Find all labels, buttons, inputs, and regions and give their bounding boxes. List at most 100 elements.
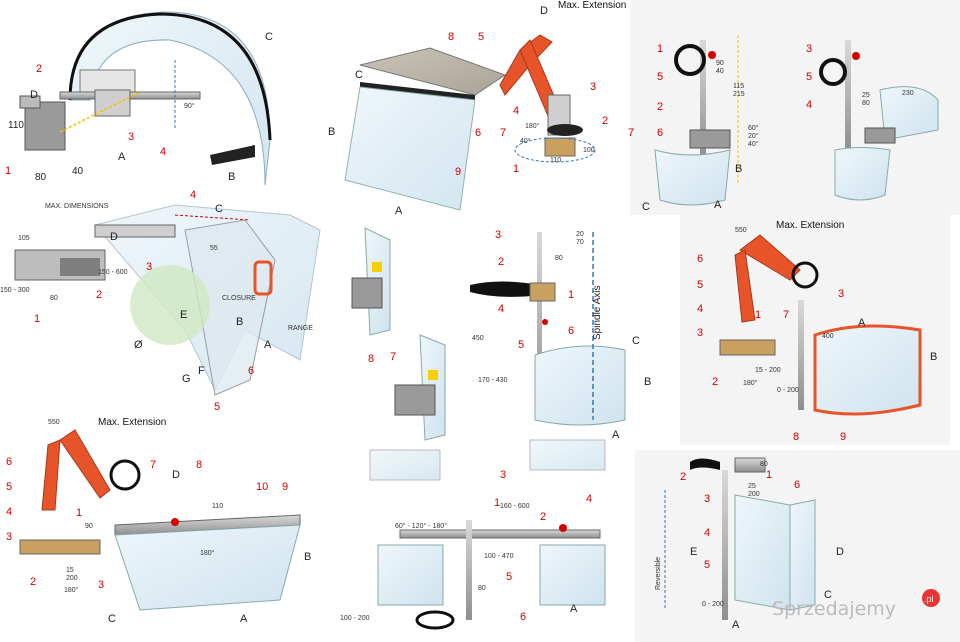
- num-6: 6: [657, 127, 663, 139]
- letter-c: C: [215, 203, 223, 215]
- glass-left: [734, 494, 791, 611]
- heading-max-extension-3: Max. Extension: [98, 417, 166, 428]
- dim-400: 400: [822, 333, 834, 340]
- letter-g: G: [182, 373, 191, 385]
- panel-8-arm-frame: Max. Extension 6 5 4 3 2 1 7 3 8 9 550 4…: [697, 220, 937, 443]
- glass-bowl: [654, 149, 731, 206]
- knob: [542, 319, 548, 325]
- knob: [708, 51, 716, 59]
- dim-110: 110: [550, 157, 561, 164]
- letter-d: D: [540, 5, 548, 17]
- num-1: 1: [766, 469, 772, 481]
- letter-a: A: [264, 339, 272, 351]
- num-7: 7: [390, 351, 396, 363]
- long-glass: [114, 524, 301, 611]
- num-2: 2: [602, 115, 608, 127]
- letter-d: D: [172, 469, 180, 481]
- num-2: 2: [680, 471, 686, 483]
- knob: [559, 524, 567, 532]
- letter-a: A: [570, 603, 578, 615]
- dim-180deg: 180°: [743, 379, 758, 387]
- dim-200: 200: [748, 491, 760, 498]
- num-4: 4: [586, 493, 592, 505]
- num-1: 1: [568, 289, 574, 301]
- dim-15: 15: [66, 567, 74, 574]
- num-3: 3: [704, 493, 710, 505]
- dim-80: 80: [555, 255, 563, 262]
- panel-9-arm-long-guard: Max. Extension 550 90 15 200 180° 110 18…: [6, 417, 311, 625]
- num-7: 7: [150, 459, 156, 471]
- dim-110: 110: [212, 503, 223, 510]
- num-4: 4: [513, 105, 519, 117]
- guard-right: [539, 544, 606, 606]
- num-8: 8: [368, 353, 374, 365]
- watermark: Sprzedajemy .pl: [772, 589, 940, 620]
- letter-c: C: [108, 613, 116, 625]
- panel-5-hood: MAX. DIMENSIONS CLOSURE RANGE 105 55 150…: [0, 189, 321, 413]
- dim-180deg: 180°: [64, 586, 79, 594]
- dim-450: 450: [472, 335, 484, 342]
- dim-80: 80: [478, 585, 486, 592]
- reversible-label: Reversible: [655, 557, 662, 590]
- letter-a: A: [732, 619, 740, 631]
- num-5: 5: [697, 279, 703, 291]
- letter-a: A: [118, 151, 126, 163]
- orange-frame: [813, 324, 922, 416]
- letter-e: E: [690, 546, 697, 558]
- num-2: 2: [96, 289, 102, 301]
- front-glass: [834, 147, 891, 201]
- num-5: 5: [506, 571, 512, 583]
- num-1: 1: [5, 165, 11, 177]
- dim-60deg: 60°: [748, 124, 759, 132]
- dim-150-600: 150 - 600: [98, 269, 128, 276]
- letter-diameter: Ø: [134, 339, 143, 351]
- top-clamp: [734, 457, 766, 473]
- letter-b: B: [228, 171, 235, 183]
- letter-b: B: [644, 376, 651, 388]
- num-4: 4: [160, 146, 166, 158]
- arm-upper: [59, 429, 111, 499]
- handle: [253, 260, 273, 296]
- num-4: 4: [806, 99, 812, 111]
- num-1: 1: [34, 313, 40, 325]
- watermark-suffix: .pl: [924, 594, 934, 604]
- num-3b: 3: [98, 579, 104, 591]
- letter-b: B: [304, 551, 311, 563]
- num-6: 6: [520, 611, 526, 623]
- letter-b: B: [930, 351, 937, 363]
- dim-60-120-180: 60° - 120° - 180°: [395, 522, 447, 530]
- dim-100-470: 100 - 470: [484, 553, 514, 560]
- num-1: 1: [494, 497, 500, 509]
- dim-25: 25: [862, 92, 870, 99]
- num-9: 9: [455, 166, 461, 178]
- dim-550: 550: [735, 227, 747, 234]
- post: [798, 300, 804, 410]
- cable-loop: [109, 459, 141, 491]
- letter-c: C: [642, 201, 650, 213]
- post: [537, 232, 542, 412]
- clamp-lower: [394, 384, 436, 416]
- cable-loop: [674, 44, 706, 76]
- num-3: 3: [495, 229, 501, 241]
- post: [722, 470, 728, 620]
- curved-glass: [534, 345, 626, 426]
- num-8: 8: [448, 31, 454, 43]
- dim-40deg: 40°: [520, 137, 531, 145]
- num-2: 2: [657, 101, 663, 113]
- dim-15-200: 15 - 200: [755, 367, 781, 374]
- num-6: 6: [568, 325, 574, 337]
- cross-rail: [399, 529, 601, 539]
- num-6: 6: [475, 127, 481, 139]
- dim-150-300: 150 - 300: [0, 287, 30, 294]
- dim-160-600: 160 - 600: [500, 503, 530, 510]
- num-1: 1: [755, 309, 761, 321]
- arm-upper: [739, 234, 801, 281]
- letter-c: C: [265, 31, 273, 43]
- letter-b: B: [328, 126, 335, 138]
- clamp-upper: [351, 277, 383, 309]
- num-1: 1: [76, 507, 82, 519]
- rail: [94, 224, 176, 238]
- plate: [79, 69, 136, 93]
- mount-block: [24, 101, 66, 151]
